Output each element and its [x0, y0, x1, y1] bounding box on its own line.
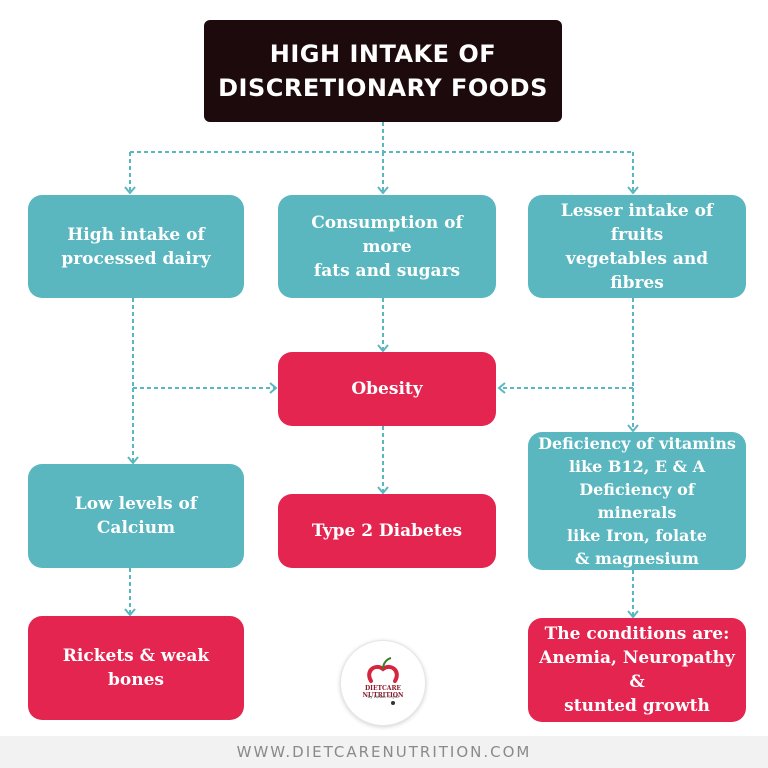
footer-website: WWW.DIETCARENUTRITION.COM	[0, 736, 768, 768]
node-fruits-veg: Lesser intake of fruits vegetables and f…	[528, 195, 746, 298]
node-rickets: Rickets & weak bones	[28, 616, 244, 720]
node-low-calcium: Low levels of Calcium	[28, 464, 244, 568]
diagram-title: HIGH INTAKE OF DISCRETIONARY FOODS	[204, 20, 562, 122]
node-type2-diabetes: Type 2 Diabetes	[278, 494, 496, 568]
node-fats-sugars: Consumption of more fats and sugars	[278, 195, 496, 298]
node-obesity: Obesity	[278, 352, 496, 426]
apple-logo-icon	[367, 657, 399, 705]
logo-tagline: By Ritika Goyal	[367, 694, 399, 699]
logo-brand: DIETCARE NUTRITION	[362, 685, 404, 699]
node-processed-dairy: High intake of processed dairy	[28, 195, 244, 298]
node-conditions: The conditions are: Anemia, Neuropathy &…	[528, 618, 746, 722]
brand-logo: DIETCARE NUTRITION By Ritika Goyal	[340, 640, 426, 726]
node-deficiency: Deficiency of vitamins like B12, E & A D…	[528, 432, 746, 570]
